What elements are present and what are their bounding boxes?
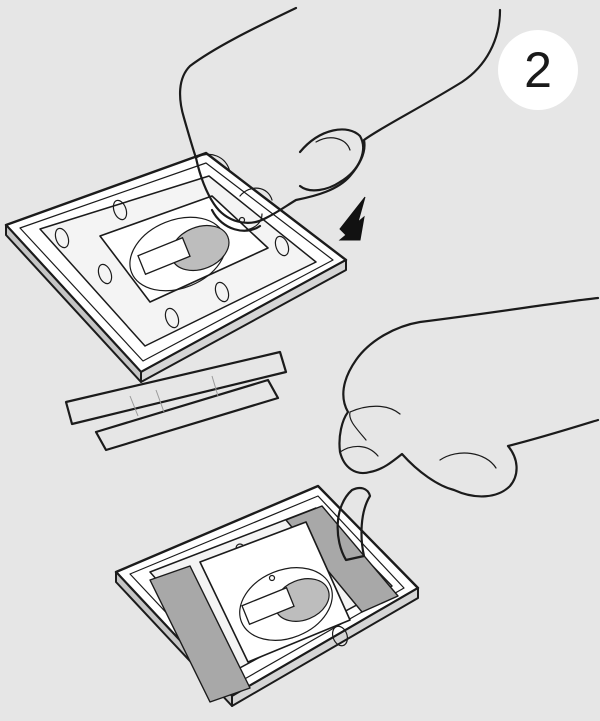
bottom-wall-frame — [116, 486, 418, 706]
adhesive-strips — [66, 352, 286, 450]
top-wall-frame — [6, 153, 346, 382]
step-number-badge: 2 — [498, 30, 578, 110]
arrow-up-right-icon — [340, 197, 365, 240]
step-number-label: 2 — [524, 45, 552, 95]
hand-peeling-icon — [339, 298, 598, 496]
